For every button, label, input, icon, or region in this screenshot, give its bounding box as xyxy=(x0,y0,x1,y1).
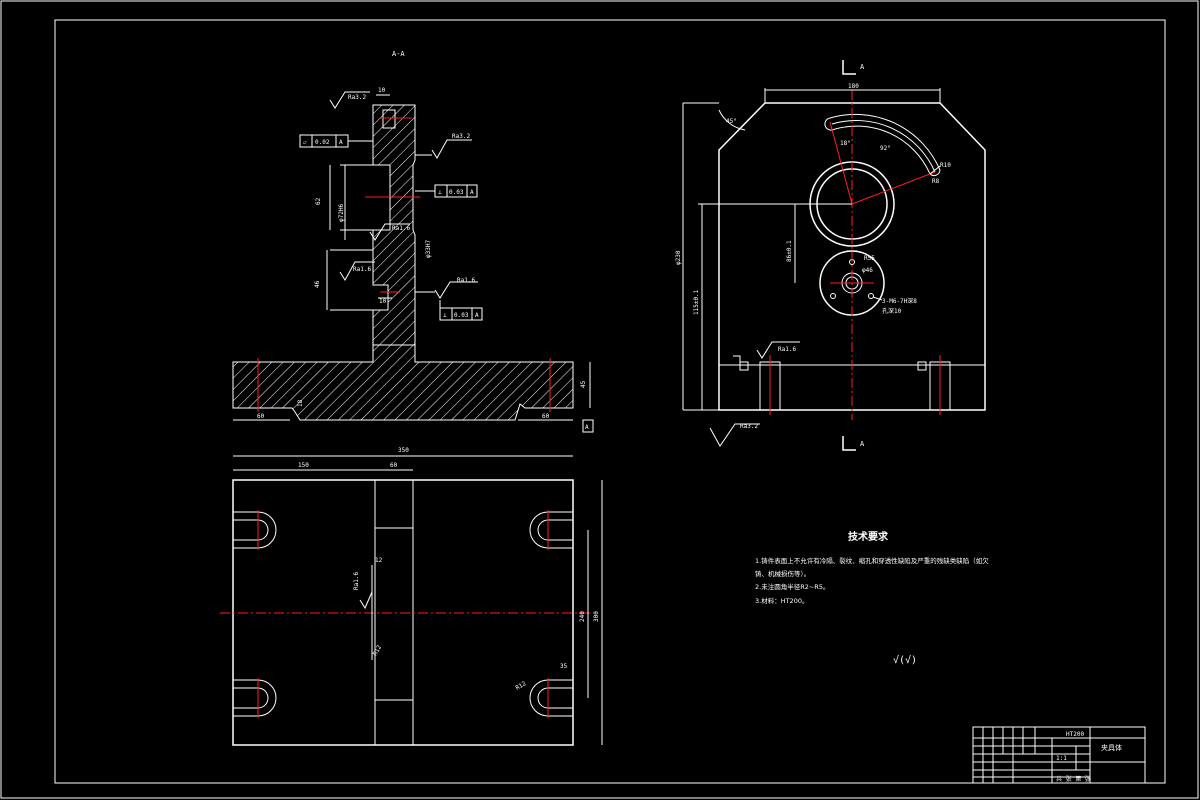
svg-text:共 张 第 张: 共 张 第 张 xyxy=(1056,775,1091,783)
inner-frame xyxy=(54,19,1166,784)
svg-text:60: 60 xyxy=(257,413,265,420)
svg-text:Ra1.6: Ra1.6 xyxy=(353,266,371,273)
side-view: A A 180 45° xyxy=(675,60,986,451)
svg-text:A: A xyxy=(860,63,865,71)
perpendicularity-frame-1: ⊥ 0.03 A xyxy=(415,184,478,198)
svg-text:夹具体: 夹具体 xyxy=(1101,743,1122,752)
svg-text:A: A xyxy=(475,312,479,319)
svg-text:18: 18 xyxy=(297,399,304,407)
svg-text:45°: 45° xyxy=(726,118,737,125)
svg-text:10: 10 xyxy=(378,87,386,94)
svg-text:18°: 18° xyxy=(840,140,851,147)
svg-text:R55: R55 xyxy=(864,255,875,262)
svg-text:A: A xyxy=(585,424,589,431)
svg-text:▱: ▱ xyxy=(303,139,307,146)
svg-text:60: 60 xyxy=(390,462,398,469)
perpendicularity-frame-2: ⊥ 0.03 A xyxy=(439,300,483,321)
svg-text:115±0.1: 115±0.1 xyxy=(693,289,700,315)
section-view-aa: A-A 10 62 φ72H6 46 φ33H7 10 Ra3.2 xyxy=(232,50,594,433)
svg-text:⊥: ⊥ xyxy=(438,189,442,196)
svg-text:A: A xyxy=(470,189,474,196)
svg-text:0.03: 0.03 xyxy=(454,312,469,319)
svg-text:R12: R12 xyxy=(372,644,384,657)
svg-text:φ72H6: φ72H6 xyxy=(338,204,345,222)
note-line-4: 3.材料：HT200。 xyxy=(755,596,808,605)
svg-text:φ230: φ230 xyxy=(675,250,682,265)
svg-text:⊥: ⊥ xyxy=(443,312,447,319)
svg-text:45: 45 xyxy=(580,380,587,388)
plan-view: 350 150 60 300 240 Ra1.6 12 R12 35 R12 xyxy=(220,447,603,746)
svg-text:Ra3.2: Ra3.2 xyxy=(348,94,366,101)
svg-text:0.03: 0.03 xyxy=(449,189,464,196)
svg-text:φ33H7: φ33H7 xyxy=(425,240,432,258)
svg-text:1:1: 1:1 xyxy=(1056,755,1067,762)
svg-text:35: 35 xyxy=(560,663,568,670)
svg-text:60: 60 xyxy=(542,413,550,420)
svg-text:A: A xyxy=(860,440,865,448)
note-line-2: 铸、机械损伤等）。 xyxy=(755,569,810,578)
general-roughness: √(√) xyxy=(893,654,917,666)
svg-text:R8: R8 xyxy=(932,178,940,185)
title-block: HT200 1:1 共 张 第 张 夹具体 xyxy=(972,726,1146,784)
svg-text:HT200: HT200 xyxy=(1066,731,1084,738)
svg-text:180: 180 xyxy=(848,83,859,90)
svg-text:62: 62 xyxy=(315,197,322,205)
flatness-frame: ▱ 0.02 A xyxy=(299,134,373,148)
notes-heading: 技术要求 xyxy=(848,530,889,543)
svg-text:Ra3.2: Ra3.2 xyxy=(452,133,470,140)
svg-text:150: 150 xyxy=(298,462,309,469)
svg-text:Ra3.2: Ra3.2 xyxy=(740,423,758,430)
base-hatched xyxy=(232,344,574,421)
svg-text:Ra1.6: Ra1.6 xyxy=(778,346,796,353)
svg-text:Ra1.6: Ra1.6 xyxy=(353,572,360,590)
svg-text:R10: R10 xyxy=(940,162,951,169)
note-line-1: 1.铸件表面上不允许有冷隔、裂纹、缩孔和穿透性缺陷及严重的残缺类缺陷（如欠 xyxy=(755,556,989,565)
svg-text:92°: 92° xyxy=(880,145,891,152)
svg-text:46: 46 xyxy=(314,280,321,288)
svg-text:R12: R12 xyxy=(515,680,528,692)
technical-requirements: 技术要求 1.铸件表面上不允许有冷隔、裂纹、缩孔和穿透性缺陷及严重的残缺类缺陷（… xyxy=(755,530,989,666)
note-line-3: 2.未注圆角半径R2~R5。 xyxy=(755,582,829,591)
svg-text:φ46: φ46 xyxy=(862,267,873,274)
svg-text:0.02: 0.02 xyxy=(315,139,330,146)
svg-text:12: 12 xyxy=(375,557,383,564)
svg-text:A: A xyxy=(339,139,343,146)
svg-text:Ra1.6: Ra1.6 xyxy=(457,277,475,284)
svg-text:300: 300 xyxy=(593,611,600,622)
svg-text:3-M6-7H深8: 3-M6-7H深8 xyxy=(882,297,917,305)
svg-text:240: 240 xyxy=(579,611,586,622)
svg-text:孔深10: 孔深10 xyxy=(882,307,902,315)
section-aa-title: A-A xyxy=(392,50,405,58)
svg-text:Ra1.6: Ra1.6 xyxy=(392,225,410,232)
svg-text:10: 10 xyxy=(379,298,387,305)
svg-text:86±0.1: 86±0.1 xyxy=(786,240,793,262)
svg-text:350: 350 xyxy=(398,447,409,454)
